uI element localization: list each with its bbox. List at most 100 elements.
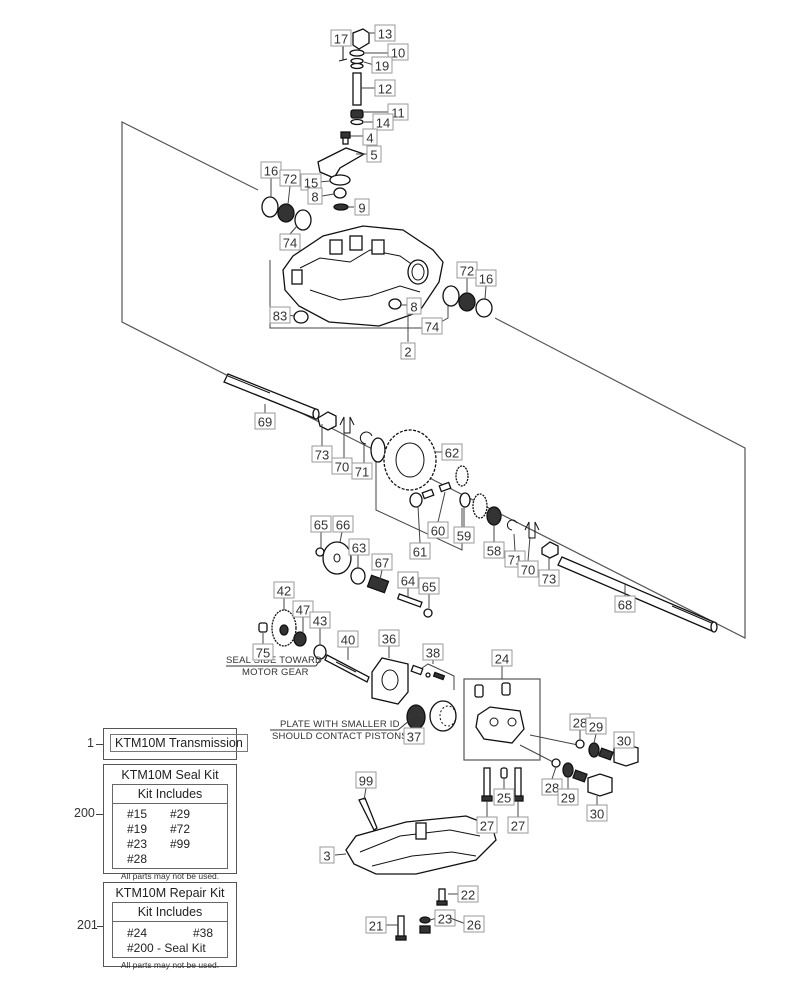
callout-60[interactable]: 60 [427,491,449,539]
seal-kit-item: #28 [127,852,148,866]
callout-2[interactable]: 2 [400,342,416,360]
callout-64[interactable]: 64 [397,571,419,597]
callout-9[interactable]: 9 [348,198,370,216]
callout-number: 74 [283,236,297,251]
callout-71[interactable]: 71 [351,444,373,480]
part-40-motor-shaft [324,654,370,683]
callout-74[interactable]: 74 [279,225,301,251]
callout-number: 29 [589,720,603,735]
callout-number: 37 [407,730,421,745]
callout-27[interactable]: 27 [476,801,498,834]
callout-10[interactable]: 10 [365,43,409,61]
callout-29[interactable]: 29 [585,717,607,744]
part-cylinder-block [429,700,457,732]
callout-number: 42 [277,584,291,599]
callout-5[interactable]: 5 [356,145,382,163]
part-8-plug-top [333,187,347,199]
callout-23[interactable]: 23 [429,909,456,927]
callout-36[interactable]: 36 [378,629,400,658]
part-29-seal-upper [588,742,600,758]
callout-21[interactable]: 21 [365,916,398,934]
callout-67[interactable]: 67 [371,553,393,581]
callout-43[interactable]: 43 [309,611,331,645]
part-73-flange-right [541,541,559,559]
callout-65[interactable]: 65 [418,577,440,608]
part-38-check-valve-set [410,663,455,690]
seal-kit-box[interactable]: KTM10M Seal Kit Kit Includes #15 #29 #19… [103,764,237,881]
callout-30[interactable]: 30 [613,731,635,749]
callout-17[interactable]: 17 [330,29,352,47]
callout-59[interactable]: 59 [453,506,475,544]
callout-70[interactable]: 70 [517,536,539,578]
callout-72[interactable]: 72 [279,169,301,205]
part-22-bolt [436,888,448,906]
callout-73[interactable]: 73 [311,424,333,463]
callout-27[interactable]: 27 [507,801,529,834]
callout-26[interactable]: 26 [449,915,485,933]
part-69-left-axle [223,373,320,420]
callout-65[interactable]: 65 [310,515,332,548]
callout-24[interactable]: 24 [491,649,513,679]
part-25-dowel [500,767,508,779]
callout-leader-line [339,531,343,543]
callout-box [422,643,444,661]
callout-number: 16 [264,164,278,179]
callout-16[interactable]: 16 [475,269,497,300]
part-73-flange-left [317,411,337,431]
callout-box [273,581,295,599]
callout-22[interactable]: 22 [448,885,479,903]
transmission-box[interactable]: KTM10M Transmission [103,728,248,760]
callout-75[interactable]: 75 [252,633,274,661]
callout-13[interactable]: 13 [368,24,396,42]
callout-30[interactable]: 30 [586,796,608,822]
callout-38[interactable]: 38 [422,643,444,664]
callout-99[interactable]: 99 [355,771,377,801]
repair-kit-box[interactable]: KTM10M Repair Kit Kit Includes #24 #38 #… [103,882,237,970]
callout-58[interactable]: 58 [483,525,505,559]
part-71-clip-left [359,431,373,445]
repair-kit-ref-number: 201 [77,918,98,932]
seal-kit-footnote: All parts may not be used. [120,871,220,881]
callout-70[interactable]: 70 [331,433,353,475]
callout-28[interactable]: 28 [541,766,563,796]
callout-66[interactable]: 66 [332,515,354,543]
callout-61[interactable]: 61 [409,505,431,560]
callout-68[interactable]: 68 [614,583,636,613]
repair-kit-includes-table: Kit Includes #24 #38 #200 - Seal Kit [112,902,228,958]
part-67-gear-spline [366,574,390,594]
callout-25[interactable]: 25 [493,778,515,806]
callout-8[interactable]: 8 [307,187,335,205]
part-58-bearing [486,506,502,526]
callout-16[interactable]: 16 [260,161,282,197]
callout-leader-line [484,285,487,300]
callout-leader-line [289,225,298,235]
callout-29[interactable]: 29 [557,777,579,806]
callout-3[interactable]: 3 [319,846,347,864]
callout-28[interactable]: 28 [569,713,591,740]
callout-73[interactable]: 73 [538,557,560,587]
callout-number: 26 [467,918,481,933]
callout-19[interactable]: 19 [363,56,393,74]
callout-74[interactable]: 74 [421,317,443,335]
callout-37[interactable]: 37 [403,727,425,745]
callout-83[interactable]: 83 [269,306,295,324]
callout-8[interactable]: 8 [401,297,422,315]
part-26-drain-plug [419,925,431,934]
callout-box [319,846,335,864]
callout-69[interactable]: 69 [254,404,276,430]
callout-72[interactable]: 72 [456,261,478,293]
callout-62[interactable]: 62 [436,443,463,461]
callout-4[interactable]: 4 [350,128,378,146]
callout-12[interactable]: 12 [361,79,396,97]
callout-47[interactable]: 47 [292,600,314,632]
callout-14[interactable]: 14 [364,113,394,131]
callout-box [351,462,373,480]
callout-number: 73 [542,572,556,587]
callout-63[interactable]: 63 [348,538,370,568]
callout-box [337,630,359,648]
callout-42[interactable]: 42 [273,581,295,610]
callout-40[interactable]: 40 [337,630,359,660]
callout-box [441,443,463,461]
seal-kit-item: #29 [170,807,191,821]
callout-number: 83 [273,309,287,324]
